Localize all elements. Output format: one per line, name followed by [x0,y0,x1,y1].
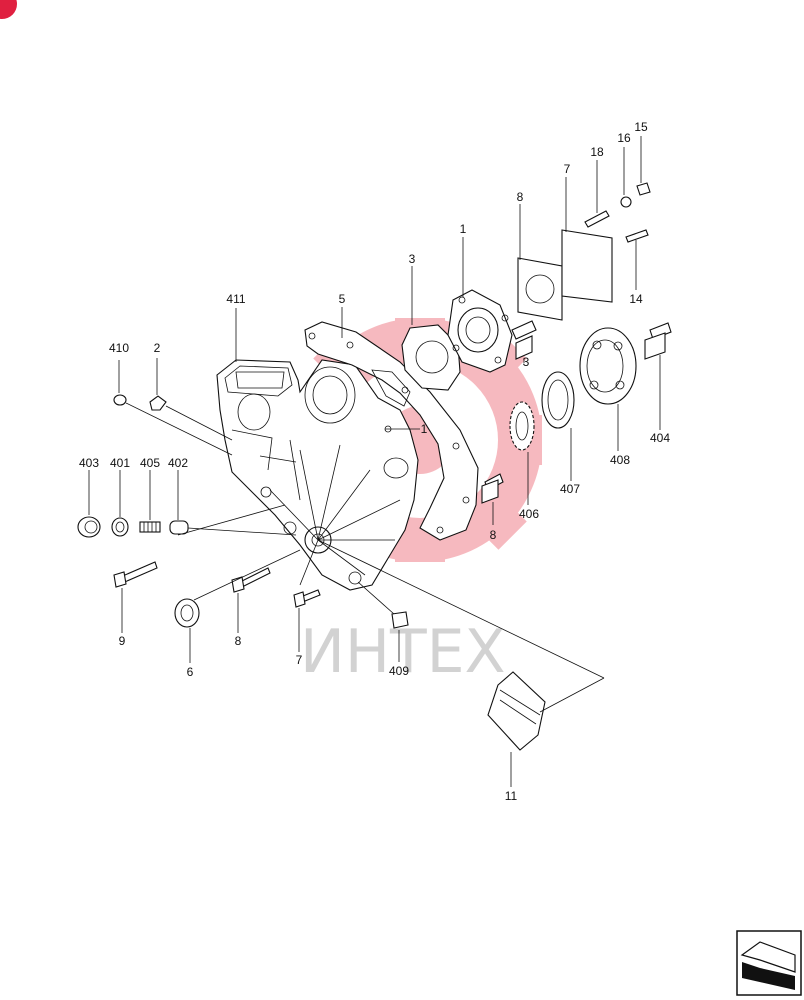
label-9: 9 [119,634,126,648]
label-6: 6 [187,665,194,679]
plug [113,394,127,406]
label-14: 14 [629,292,643,306]
label-406: 406 [519,507,539,521]
label-11: 11 [505,789,518,803]
oil-seal [174,598,200,628]
cap [77,516,101,538]
transmission-housing [216,359,419,591]
nameplate [487,671,546,751]
label-402: 402 [168,456,188,470]
label-405: 405 [140,456,160,470]
label-5: 5 [339,292,346,306]
label-401: 401 [110,456,130,470]
next-page-arrow-icon[interactable] [736,930,802,996]
red-badge-icon [0,0,17,19]
label-2: 2 [154,341,161,355]
label-7b: 7 [296,653,303,667]
label-8c: 8 [235,634,242,648]
label-18: 18 [590,145,604,159]
bushing [149,395,167,411]
watermark-text: ИНТЕХ [300,617,506,687]
outer-rotor [541,371,575,429]
inner-gear [509,401,535,451]
square-gasket [517,257,563,321]
label-8: 8 [517,190,524,204]
cover-gasket [401,324,461,391]
leader-lines [88,136,661,787]
label-8b: 8 [490,528,497,542]
label-1: 1 [460,222,467,236]
label-407: 407 [560,482,580,496]
label-3b: 3 [523,355,530,369]
spring [139,521,161,533]
washer [111,517,129,537]
label-1b: 1 [421,422,428,436]
drain-plug [391,611,409,629]
label-3: 3 [409,252,416,266]
label-410: 410 [109,341,129,355]
label-408: 408 [610,453,630,467]
bolt-with-washer [481,320,672,504]
label-15: 15 [634,120,648,134]
label-16: 16 [617,131,631,145]
label-404: 404 [650,431,670,445]
label-7: 7 [564,162,571,176]
cover-plate [561,229,613,303]
hex-bolt [113,561,321,608]
label-409: 409 [389,664,409,678]
bearing-cover [447,289,513,373]
label-411: 411 [226,292,245,306]
plunger [169,520,189,535]
stud-bolt [584,182,651,243]
label-403: 403 [79,456,99,470]
pump-body [579,327,637,405]
